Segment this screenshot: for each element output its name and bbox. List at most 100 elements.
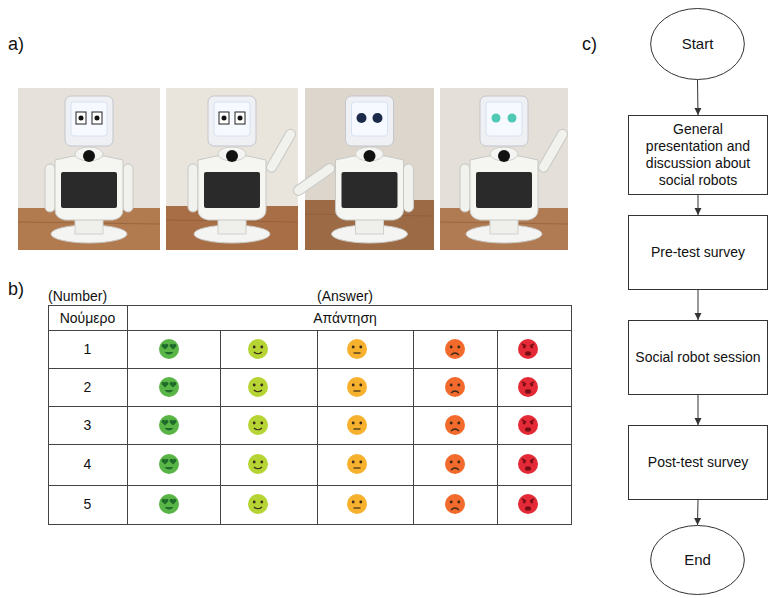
table-line <box>127 305 128 525</box>
face-eye <box>450 461 453 464</box>
face-mouth <box>525 506 531 510</box>
table-line <box>220 330 221 525</box>
table-line <box>413 330 414 525</box>
robot-speaker <box>498 150 510 162</box>
face-mouth <box>165 390 174 393</box>
table-line <box>48 305 572 306</box>
heart-eye <box>162 344 169 350</box>
face-eye <box>450 422 453 425</box>
face-mouth <box>165 352 174 355</box>
face-mouth <box>254 467 262 469</box>
flow-arrow <box>694 500 701 525</box>
robot-arm <box>45 164 55 212</box>
face-circle <box>248 339 268 359</box>
robot-face-screen <box>352 102 388 136</box>
face-eye <box>457 346 460 349</box>
robot-speaker <box>83 150 95 162</box>
face-eye <box>260 461 263 464</box>
terminal-ellipse: End <box>650 525 745 595</box>
table-line <box>497 330 498 525</box>
panel-label: b) <box>8 279 24 301</box>
face-eye <box>253 384 256 387</box>
process-box: Post-test survey <box>628 425 768 500</box>
robot-pupil <box>95 116 100 121</box>
face-eye <box>253 461 256 464</box>
heart-eye <box>170 420 177 426</box>
face-circle <box>347 415 367 435</box>
face-circle <box>445 339 465 359</box>
flow-arrow <box>695 290 702 320</box>
node-text: Pre-test survey <box>646 241 750 264</box>
robot-pupil <box>222 116 227 121</box>
face-mouth <box>254 428 262 430</box>
robot-arm <box>460 164 470 212</box>
face-mouth <box>451 468 459 470</box>
robot-head <box>346 96 394 146</box>
photo-background <box>440 88 568 250</box>
robot-arm <box>537 127 570 174</box>
robot-arm <box>123 164 133 212</box>
face-eye <box>359 422 362 425</box>
robot-speaker <box>226 150 238 162</box>
face-mouth <box>254 390 262 392</box>
robot-screen <box>204 172 260 208</box>
face-eye <box>457 422 460 425</box>
answer-table <box>48 305 572 525</box>
heart-eye <box>162 499 169 505</box>
table-cell: 3 <box>84 417 92 434</box>
face-circle <box>159 494 179 514</box>
face-eye <box>450 346 453 349</box>
robot-arm <box>265 127 298 174</box>
robot-eye <box>357 113 367 123</box>
robot-eye <box>219 112 229 124</box>
face-mouth <box>354 390 361 391</box>
face-circle <box>248 377 268 397</box>
face-mouth <box>525 351 531 355</box>
panel-label: c) <box>582 34 597 56</box>
face-eye <box>530 384 533 387</box>
face-eye <box>523 422 526 425</box>
face-circle <box>159 377 179 397</box>
heart-eye <box>170 459 177 465</box>
robot-body <box>55 155 123 220</box>
table-line <box>48 444 572 445</box>
robot-arm <box>188 164 198 212</box>
face-eye <box>530 461 533 464</box>
face-mouth <box>451 429 459 431</box>
robot-eye <box>76 112 86 124</box>
face-circle <box>347 454 367 474</box>
robot-eye <box>508 114 517 123</box>
robot-photo <box>166 88 298 250</box>
face-circle <box>518 415 538 435</box>
face-eye <box>523 346 526 349</box>
face-eye <box>260 422 263 425</box>
robot-screen <box>61 172 117 208</box>
face-mouth <box>354 428 361 429</box>
face-eye <box>352 461 355 464</box>
face-circle <box>248 454 268 474</box>
robot-body <box>470 155 538 220</box>
robot-photo <box>440 88 569 250</box>
column-translation: (Number) <box>48 288 107 305</box>
table-line <box>48 524 572 525</box>
robot-eye <box>235 112 245 124</box>
table-header: Απάντηση <box>313 310 377 327</box>
table-line <box>48 406 572 407</box>
face-eye <box>530 346 533 349</box>
face-eye <box>352 422 355 425</box>
arrow-head <box>694 518 701 525</box>
photo-background <box>18 88 160 250</box>
process-box: Pre-test survey <box>628 215 768 290</box>
face-circle <box>347 494 367 514</box>
face-circle <box>445 377 465 397</box>
robot-screen <box>476 172 532 208</box>
node-text: Social robot session <box>630 346 765 369</box>
face-eye <box>457 501 460 504</box>
face-eye <box>457 384 460 387</box>
process-box: Social robot session <box>628 320 768 395</box>
robot-neck <box>218 147 246 161</box>
table-line <box>48 305 49 525</box>
robot-neck <box>75 147 103 161</box>
robot-neck <box>356 147 384 161</box>
